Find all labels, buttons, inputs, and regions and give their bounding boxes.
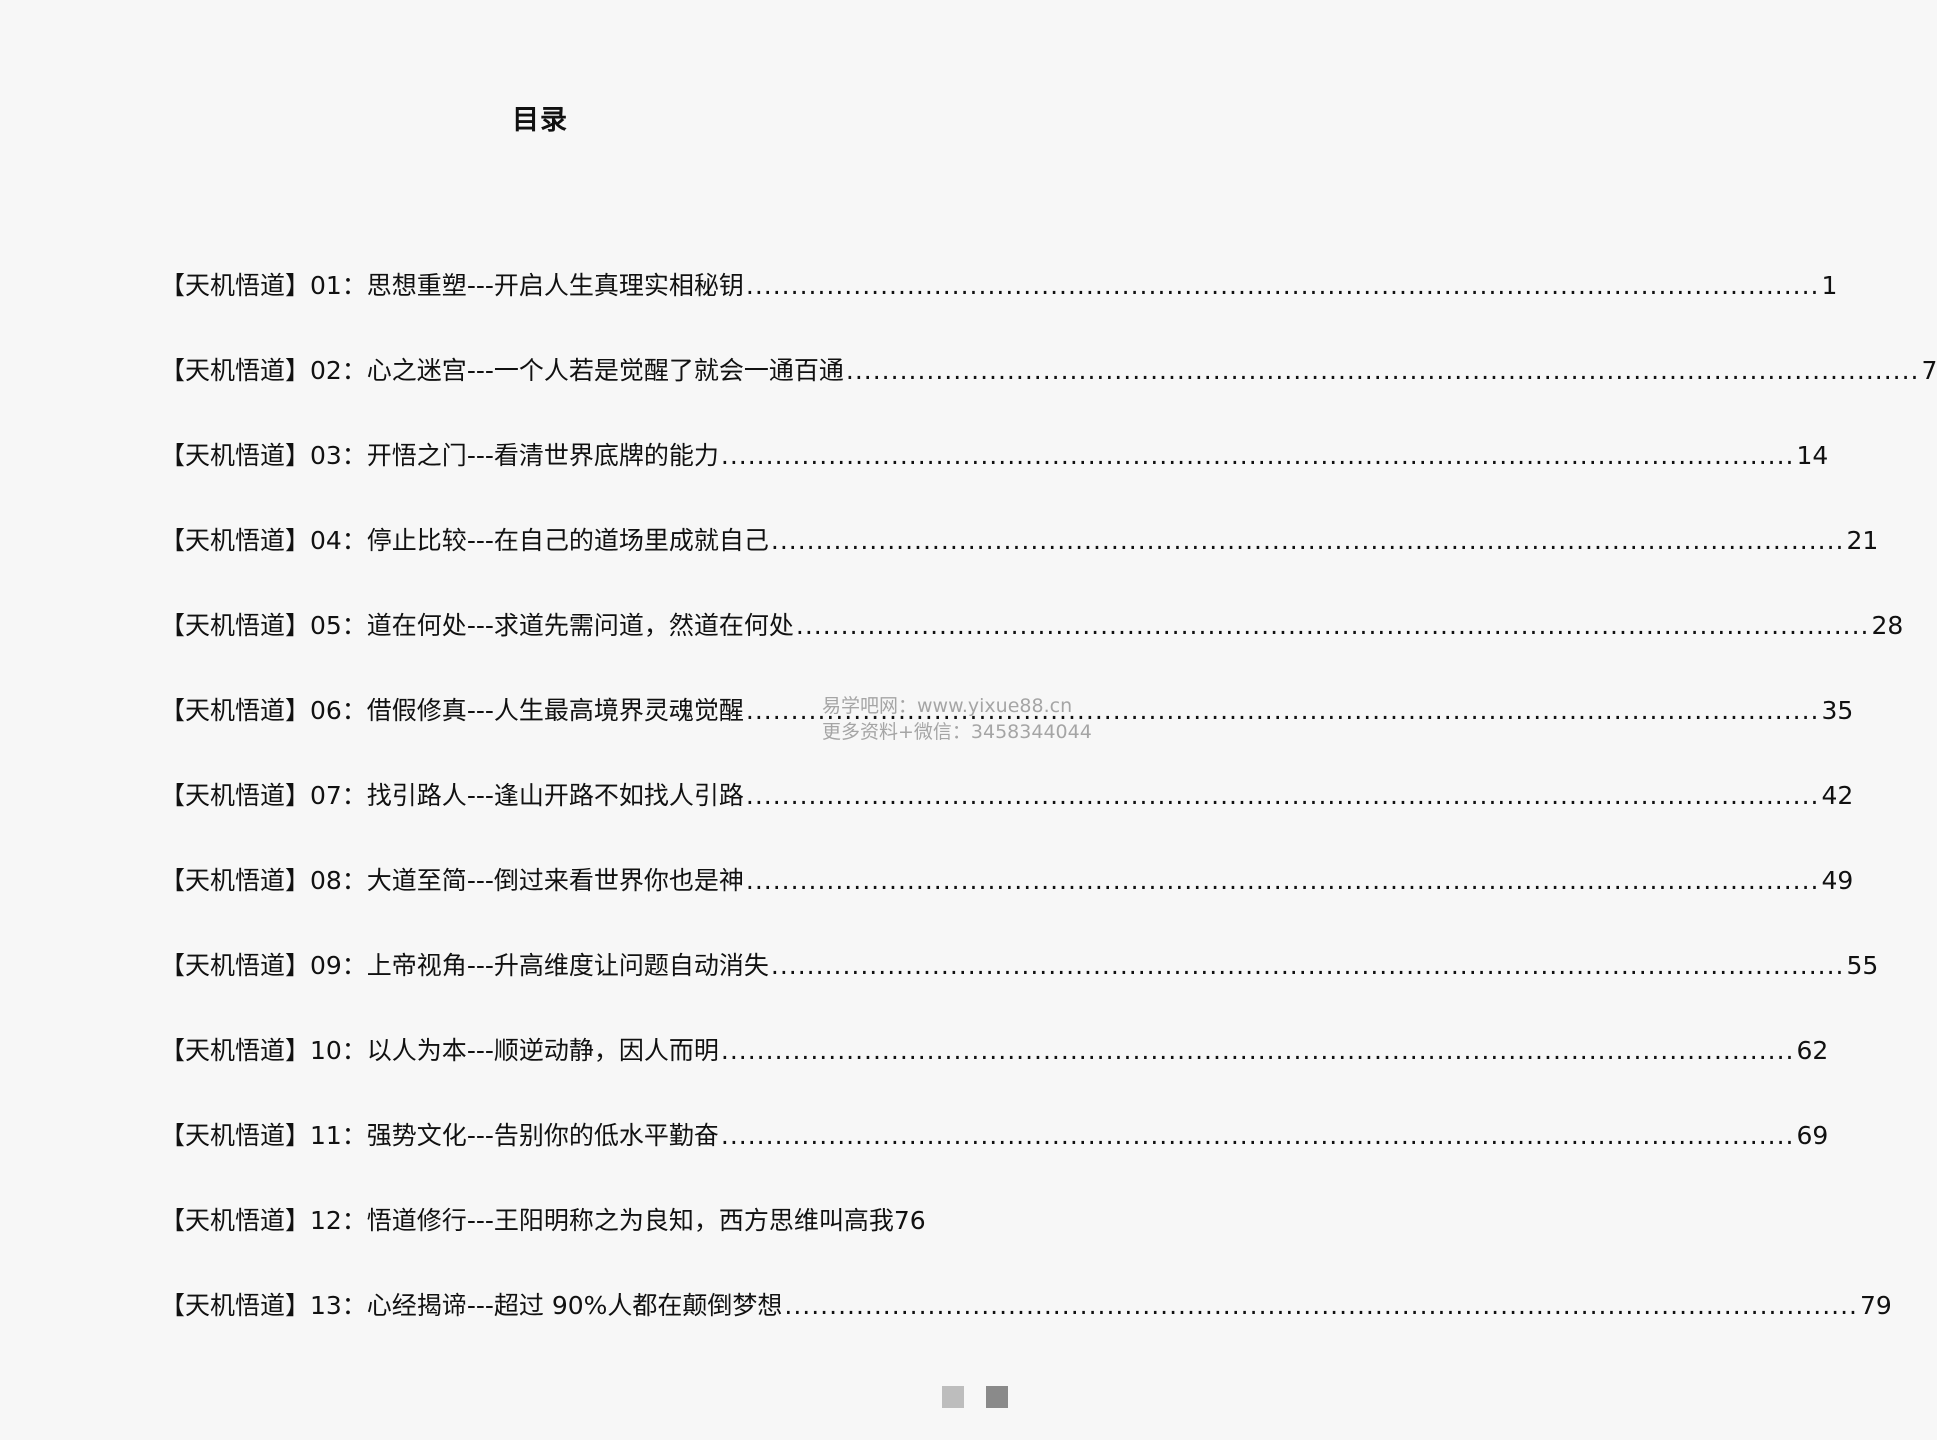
toc-entry[interactable]: 【天机悟道】03：开悟之门---看清世界底牌的能力 14 [160,436,1828,521]
toc-entry-title: 【天机悟道】06：借假修真---人生最高境界灵魂觉醒 [160,696,744,725]
toc-entry[interactable]: 【天机悟道】11：强势文化---告别你的低水平勤奋 69 [160,1116,1828,1201]
toc-entry[interactable]: 【天机悟道】12：悟道修行---王阳明称之为良知，西方思维叫高我 76 [160,1201,960,1286]
page-nav-indicator [942,1386,1008,1408]
toc-entry[interactable]: 【天机悟道】02：心之迷宫---一个人若是觉醒了就会一通百通 7 [160,351,1937,436]
toc-leader-dots [771,521,1845,561]
toc-leader-dots [746,861,1820,901]
toc-entry[interactable]: 【天机悟道】05：道在何处---求道先需问道，然道在何处 28 [160,606,1903,691]
toc-entry-page: 76 [893,1206,926,1235]
toc-entry-title: 【天机悟道】11：强势文化---告别你的低水平勤奋 [160,1121,719,1150]
toc-entry-title: 【天机悟道】02：心之迷宫---一个人若是觉醒了就会一通百通 [160,356,844,385]
toc-entry-page: 21 [1846,526,1879,555]
toc-entry-page: 69 [1796,1121,1829,1150]
nav-square-icon [986,1386,1008,1408]
table-of-contents: 【天机悟道】01：思想重塑---开启人生真理实相秘钥 1 【天机悟道】02：心之… [160,266,1937,1371]
toc-entry-page: 49 [1821,866,1854,895]
toc-leader-dots [746,776,1820,816]
watermark-contact: 更多资料+微信：3458344044 [822,721,1092,743]
toc-entry-page: 55 [1846,951,1879,980]
toc-entry-page: 42 [1821,781,1854,810]
toc-leader-dots [746,266,1820,306]
toc-leader-dots [721,1031,1795,1071]
toc-entry-title: 【天机悟道】05：道在何处---求道先需问道，然道在何处 [160,611,794,640]
toc-entry-title: 【天机悟道】01：思想重塑---开启人生真理实相秘钥 [160,271,744,300]
toc-entry[interactable]: 【天机悟道】07：找引路人---逢山开路不如找人引路 42 [160,776,1853,861]
toc-entry-page: 35 [1821,696,1854,725]
toc-entry-title: 【天机悟道】09：上帝视角---升高维度让问题自动消失 [160,951,769,980]
watermark-site: 易学吧网：www.yixue88.cn [822,695,1073,717]
toc-entry-page: 62 [1796,1036,1829,1065]
toc-entry-title: 【天机悟道】08：大道至简---倒过来看世界你也是神 [160,866,744,895]
toc-entry-title: 【天机悟道】07：找引路人---逢山开路不如找人引路 [160,781,744,810]
toc-entry-page: 7 [1921,356,1937,385]
toc-leader-dots [721,436,1795,476]
toc-entry-page: 28 [1871,611,1904,640]
toc-entry[interactable]: 【天机悟道】06：借假修真---人生最高境界灵魂觉醒 35 [160,691,1853,776]
toc-leader-dots [721,1116,1795,1156]
toc-leader-dots [846,351,1920,391]
toc-entry[interactable]: 【天机悟道】01：思想重塑---开启人生真理实相秘钥 1 [160,266,1837,351]
page-title: 目录 [512,105,568,136]
toc-entry-page: 1 [1821,271,1838,300]
toc-entry-page: 14 [1796,441,1829,470]
toc-entry[interactable]: 【天机悟道】08：大道至简---倒过来看世界你也是神 49 [160,861,1853,946]
toc-entry-title: 【天机悟道】03：开悟之门---看清世界底牌的能力 [160,441,719,470]
toc-leader-dots [796,606,1870,646]
toc-leader-dots [784,1286,1858,1326]
toc-entry[interactable]: 【天机悟道】10：以人为本---顺逆动静，因人而明 62 [160,1031,1828,1116]
toc-entry-title: 【天机悟道】12：悟道修行---王阳明称之为良知，西方思维叫高我 [160,1206,894,1235]
toc-entry-title: 【天机悟道】04：停止比较---在自己的道场里成就自己 [160,526,769,555]
nav-square-icon [942,1386,964,1408]
toc-leader-dots [771,946,1845,986]
toc-entry[interactable]: 【天机悟道】13：心经揭谛---超过 90%人都在颠倒梦想 79 [160,1286,1892,1371]
toc-entry[interactable]: 【天机悟道】04：停止比较---在自己的道场里成就自己 21 [160,521,1878,606]
toc-entry-page: 79 [1860,1291,1892,1320]
toc-entry-title: 【天机悟道】10：以人为本---顺逆动静，因人而明 [160,1036,719,1065]
toc-entry-title: 【天机悟道】13：心经揭谛---超过 90%人都在颠倒梦想 [160,1291,783,1320]
toc-entry[interactable]: 【天机悟道】09：上帝视角---升高维度让问题自动消失 55 [160,946,1878,1031]
watermark: 易学吧网：www.yixue88.cn 更多资料+微信：3458344044 [822,693,1092,745]
